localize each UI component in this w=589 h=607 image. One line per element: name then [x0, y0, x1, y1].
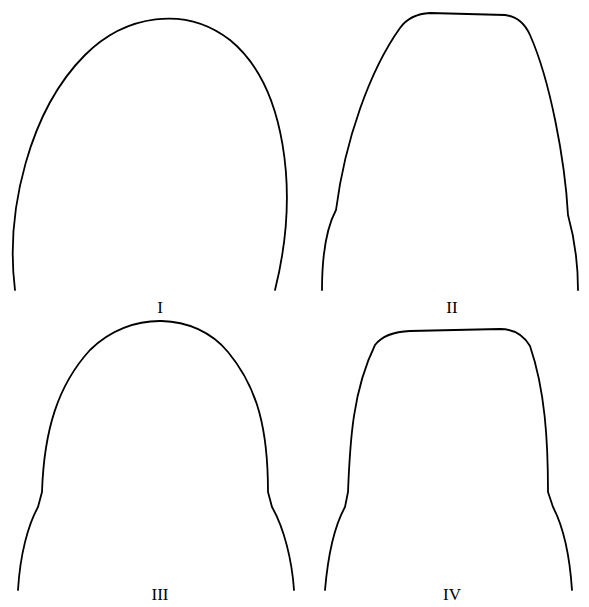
shouldered-flat-top-outline [325, 329, 572, 590]
figure-numeral: I [157, 299, 163, 316]
flat-top-outline [322, 13, 578, 290]
rounded-outline [13, 19, 287, 290]
figure-numeral: II [446, 299, 457, 316]
figure-numeral: IV [443, 586, 461, 603]
shouldered-rounded-outline [18, 321, 294, 590]
figure-numeral: III [152, 586, 169, 603]
